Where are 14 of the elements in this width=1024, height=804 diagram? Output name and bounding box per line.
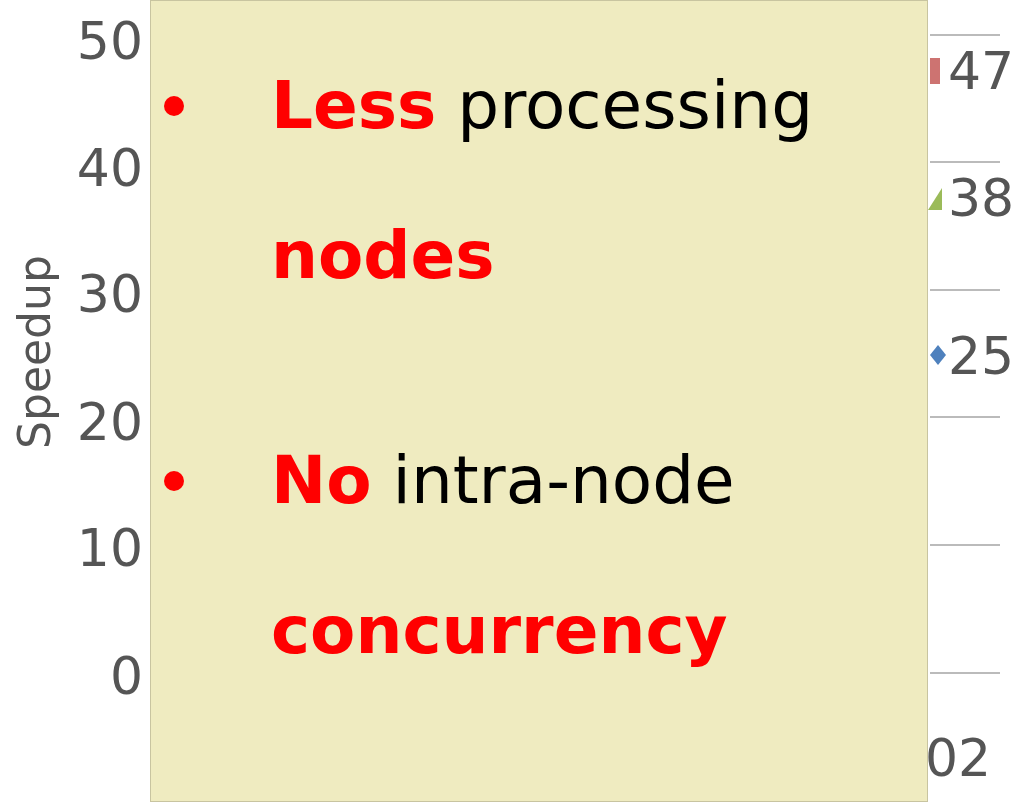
data-label: 38 — [948, 172, 1015, 224]
data-label: 25 — [948, 330, 1015, 382]
bullet-text: Less processing nodes — [271, 66, 815, 296]
axis-title: Speedup — [12, 255, 57, 449]
axis-tick-label: 0 — [108, 650, 143, 702]
axis-tick-label: 10 — [75, 522, 143, 574]
axis-tick-label: 20 — [75, 396, 143, 448]
axis-tick-label: 50 — [75, 15, 143, 67]
axis-tick-label: 30 — [75, 268, 143, 320]
axis-tick-label: 02 — [925, 732, 992, 784]
bullet-text: No intra-node concurrency — [271, 441, 736, 671]
text-box — [150, 0, 928, 802]
axis-tick-label: 40 — [75, 142, 143, 194]
data-label: 47 — [948, 45, 1015, 97]
